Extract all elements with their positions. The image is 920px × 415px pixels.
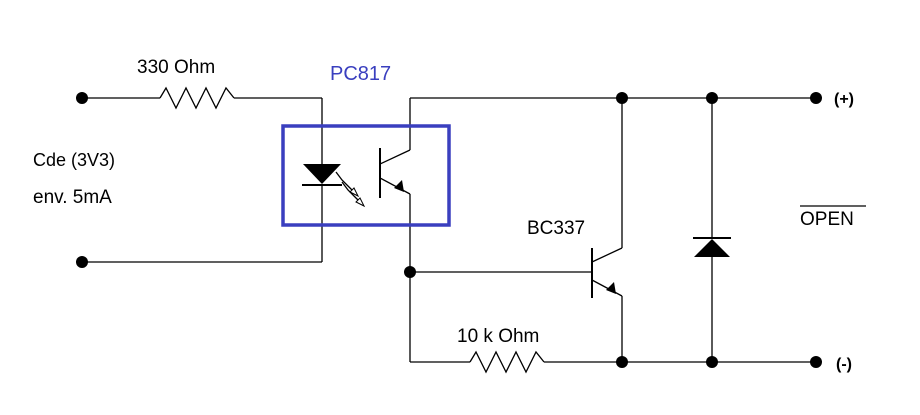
input-terminal-bottom: [76, 256, 88, 268]
input-top-wire: [82, 97, 323, 164]
optocoupler-label: PC817: [330, 63, 391, 85]
junction-node: [706, 356, 718, 368]
resistor-10k-label: 10 k Ohm: [457, 326, 539, 347]
phototransistor-symbol: [379, 98, 411, 362]
light-emission-icon: [335, 171, 366, 208]
current-label: env. 5mA: [33, 187, 112, 208]
bc337-transistor-symbol: [410, 98, 623, 362]
transistor-label: BC337: [527, 218, 585, 239]
open-label: OPEN: [800, 209, 854, 230]
terminal-minus-label: (-): [836, 356, 852, 373]
input-terminal-top: [76, 92, 88, 104]
resistor-330-symbol: [159, 86, 235, 110]
terminal-plus-label: (+): [834, 91, 854, 108]
junction-node: [706, 92, 718, 104]
output-terminal-plus: [810, 92, 822, 104]
flyback-diode-symbol: [693, 98, 731, 362]
junction-node: [404, 266, 416, 278]
input-bottom-wire: [82, 184, 323, 263]
output-terminal-minus: [810, 356, 822, 368]
resistor-330-label: 330 Ohm: [137, 57, 215, 78]
junction-node: [616, 356, 628, 368]
led-symbol: [302, 164, 342, 186]
junction-node: [616, 92, 628, 104]
command-label: Cde (3V3): [33, 150, 115, 170]
resistor-10k-symbol: [469, 350, 545, 374]
optocoupler-box: [281, 124, 451, 227]
